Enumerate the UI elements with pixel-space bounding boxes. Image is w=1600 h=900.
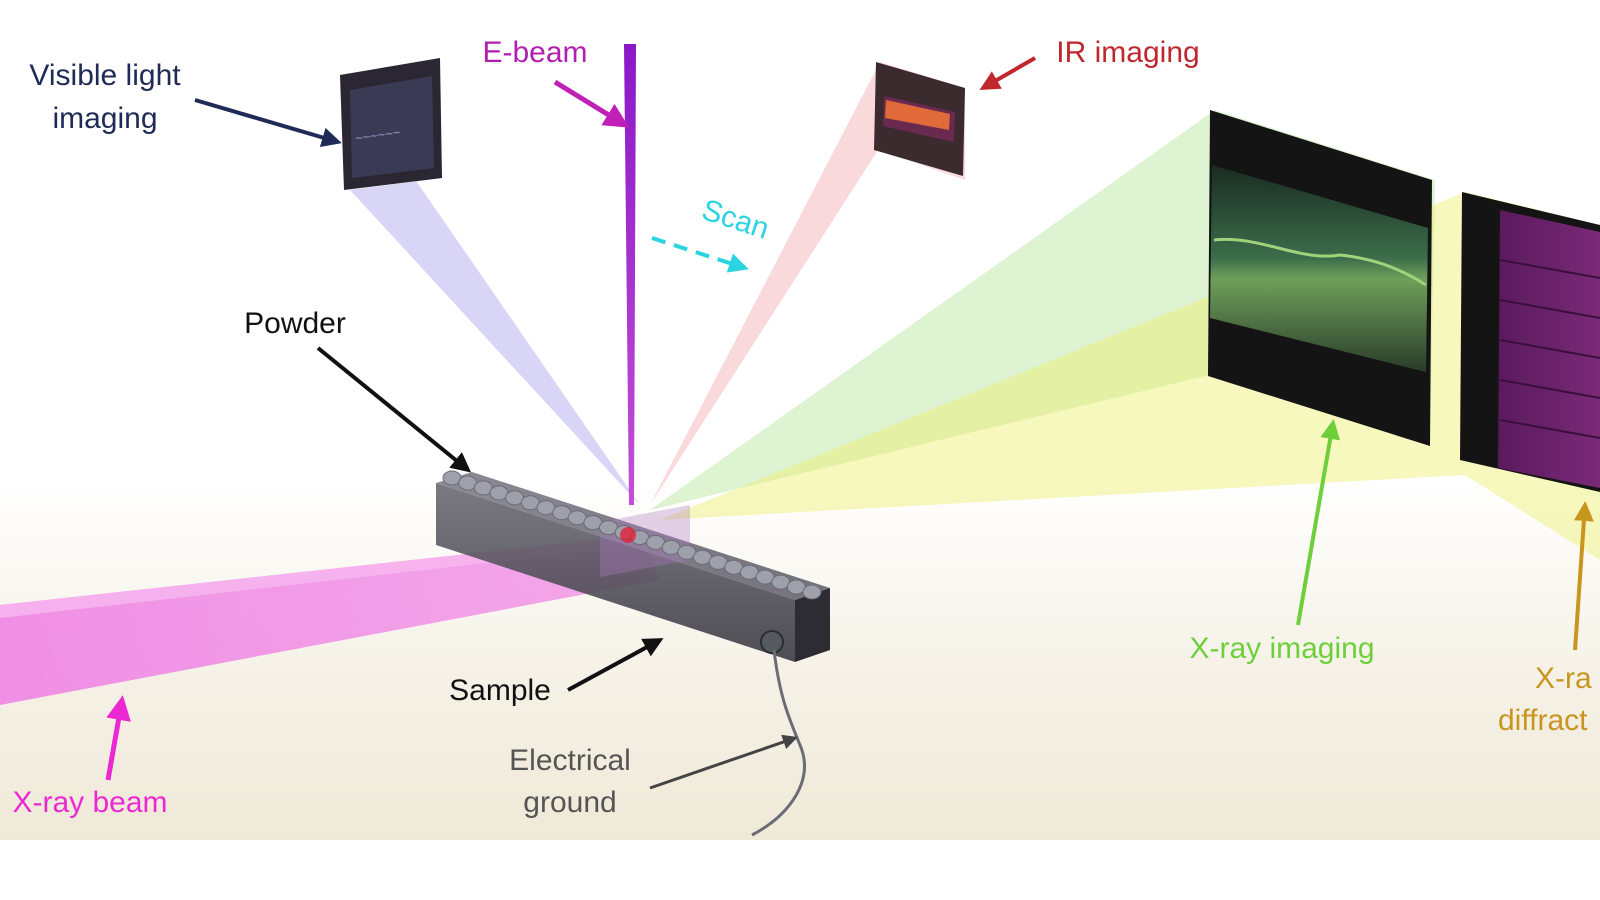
ebeam-arrow [553, 79, 630, 128]
label-ir-imaging: IR imaging [1056, 36, 1199, 69]
ir-camera [874, 62, 965, 176]
xray-imaging-detector [1208, 110, 1432, 446]
xray-diffraction-detector [1460, 192, 1600, 492]
label-scan: Scan [698, 193, 773, 246]
label-xray-beam: X-ray beam [12, 786, 167, 819]
electrical-ground-arrow [649, 734, 798, 790]
electrical-ground-connector [751, 630, 806, 837]
label-sample: Sample [449, 674, 551, 707]
xray-beam-arrow [105, 695, 131, 781]
label-electrical-ground-line2: ground [523, 786, 616, 819]
label-powder: Powder [244, 307, 346, 340]
xray-imaging-arrow [1296, 419, 1341, 626]
sample-arrow [567, 638, 664, 692]
xray-diffraction-arrow [1573, 501, 1594, 651]
bottom-margin [0, 840, 1600, 900]
label-visible-light-line1: Visible light [29, 59, 181, 92]
scan-arrow [651, 236, 749, 273]
melt-spot [620, 527, 636, 543]
powder-arrow [316, 346, 472, 473]
label-xray-diffraction-line1: X-ra [1535, 662, 1592, 695]
label-xray-diffraction-line2: diffract [1498, 704, 1588, 737]
powder-particle [802, 584, 822, 600]
label-visible-light-line2: imaging [52, 102, 157, 135]
label-ebeam: E-beam [482, 36, 587, 69]
svg-text:~~~~~~: ~~~~~~ [354, 125, 402, 146]
visible-light-camera: ~~~~~~ [340, 58, 442, 190]
ir-imaging-arrow [979, 56, 1036, 90]
ebeam-column [624, 44, 636, 505]
label-electrical-ground-line1: Electrical [509, 744, 631, 777]
label-xray-imaging: X-ray imaging [1189, 632, 1374, 665]
xray-beam [0, 535, 660, 705]
visible-light-arrow [194, 98, 342, 148]
powder-layer [442, 470, 822, 600]
